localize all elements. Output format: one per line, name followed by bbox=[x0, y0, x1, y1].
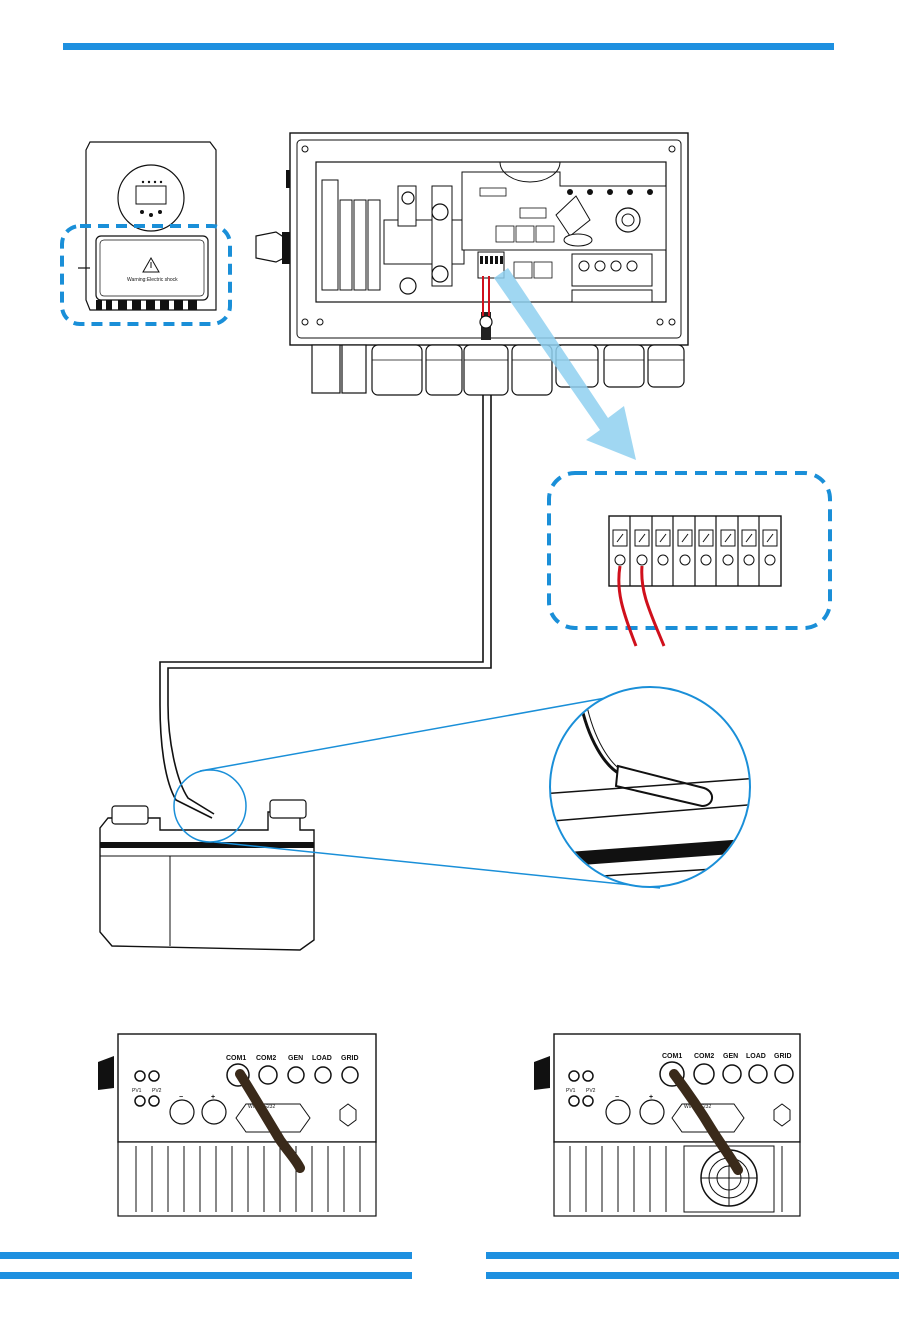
battery bbox=[100, 800, 314, 950]
port-load-label: LOAD bbox=[746, 1053, 766, 1060]
port-com2-label: COM2 bbox=[694, 1053, 714, 1060]
port-grid-label: GRID bbox=[774, 1053, 792, 1060]
port-com2-label: COM2 bbox=[256, 1055, 276, 1062]
port-com1-label: COM1 bbox=[662, 1053, 682, 1060]
pv2-label: PV2 bbox=[586, 1088, 596, 1094]
battery-minus-label: − bbox=[179, 1094, 183, 1101]
port-com1-label: COM1 bbox=[226, 1055, 246, 1062]
sensor-magnified-view bbox=[540, 687, 760, 887]
bottom-accent-bar-right-1 bbox=[486, 1252, 899, 1259]
top-accent-bar bbox=[63, 43, 834, 50]
bottom-left-panel: PV1 PV2 − + WIFI/RS232 COM1 COM2 GEN LOA… bbox=[98, 1034, 376, 1216]
bottom-right-panel: PV1 PV2 − + WIFI/RS232 COM1 COM2 GEN LOA… bbox=[534, 1034, 800, 1216]
warning-label: Warning:Electric shock bbox=[127, 277, 178, 283]
sensor-cable bbox=[160, 395, 483, 818]
battery-minus-label: − bbox=[615, 1094, 619, 1101]
bottom-accent-bar-left-1 bbox=[0, 1252, 412, 1259]
inverter-open-view bbox=[256, 133, 688, 395]
battery-plus-label: + bbox=[211, 1094, 215, 1101]
port-gen-label: GEN bbox=[288, 1055, 303, 1062]
bottom-accent-bar-right-2 bbox=[486, 1272, 899, 1279]
port-load-label: LOAD bbox=[312, 1055, 332, 1062]
port-gen-label: GEN bbox=[723, 1053, 738, 1060]
pv1-label: PV1 bbox=[132, 1088, 142, 1094]
pv1-label: PV1 bbox=[566, 1088, 576, 1094]
port-grid-label: GRID bbox=[341, 1055, 359, 1062]
pv2-label: PV2 bbox=[152, 1088, 162, 1094]
bottom-accent-bar-left-2 bbox=[0, 1272, 412, 1279]
battery-plus-label: + bbox=[649, 1094, 653, 1101]
